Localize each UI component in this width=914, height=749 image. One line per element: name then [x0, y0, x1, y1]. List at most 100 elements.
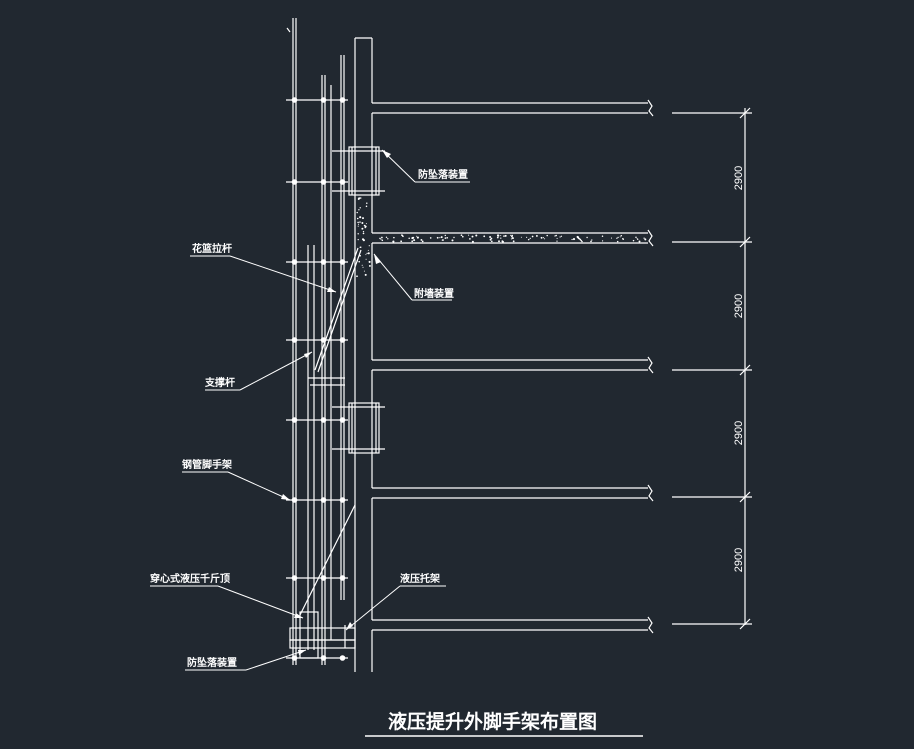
hatch-dot — [526, 236, 528, 238]
hatch-dot — [498, 240, 500, 243]
hatch-dot — [586, 236, 588, 239]
hatch-dot — [490, 237, 493, 240]
hatch-dot — [412, 236, 415, 239]
hatch-dot — [362, 266, 364, 268]
ledger-coupler — [339, 179, 346, 185]
hatch-dot — [385, 236, 388, 239]
hatch-dot — [556, 240, 558, 242]
hatch-dot — [440, 236, 443, 239]
label-attach-wall-device: 附墙装置 — [414, 287, 454, 300]
hatch-dot — [368, 264, 371, 267]
hatch-dot — [619, 236, 621, 238]
dimension-1: 2900 — [733, 166, 745, 190]
hatch-dot — [356, 217, 359, 220]
dimension-4: 2900 — [733, 548, 745, 572]
hatch-dot — [362, 230, 365, 233]
hatch-dot — [365, 205, 368, 208]
hatch-dot — [363, 224, 366, 227]
hatch-dot — [501, 240, 504, 243]
hatch-dot — [490, 240, 493, 243]
hatch-dot — [442, 239, 444, 241]
hatch-dot — [393, 236, 395, 239]
floor-slab-2 — [372, 229, 654, 247]
hatch-dot — [503, 235, 505, 237]
hatch-dot — [366, 252, 368, 255]
leader-lines — [150, 149, 470, 671]
hatch-dot — [511, 235, 513, 238]
hatch-dot — [359, 246, 362, 248]
label-lift-device: 防坠落装置 — [187, 656, 237, 669]
hatch-dot — [357, 221, 359, 224]
ledger-coupler — [291, 655, 298, 661]
hatch-dot — [475, 234, 478, 237]
hatch-dot — [500, 235, 502, 237]
hatch-dot — [610, 237, 613, 239]
hatch-dot — [368, 245, 370, 247]
floor-slab-5 — [372, 616, 654, 634]
hatch-dot — [512, 240, 515, 243]
hatch-dot — [496, 236, 499, 239]
scaffold-ledgers — [286, 97, 348, 661]
hatch-dot — [616, 240, 619, 243]
hatch-dot — [527, 238, 530, 241]
hatch-dot — [408, 237, 410, 240]
hatch-dot — [546, 234, 548, 237]
drawing-title: 液压提升外脚手架布置图 — [388, 710, 597, 733]
hatch-dot — [471, 235, 474, 238]
label-hydraulic-jack: 穿心式液压千斤顶 — [150, 572, 230, 585]
hatch-dot — [500, 237, 502, 239]
hatch-dot — [413, 239, 416, 242]
ledger-coupler — [291, 417, 298, 423]
ledger-coupler — [291, 259, 298, 265]
hatch-dot — [359, 216, 362, 219]
diagonal-brace — [299, 247, 362, 616]
ledger-coupler — [320, 497, 327, 503]
hatch-dot — [555, 234, 557, 237]
hatch-dot — [357, 223, 360, 225]
hatch-dot — [361, 222, 364, 224]
hatch-dot — [489, 236, 492, 238]
hatch-dot — [359, 221, 361, 223]
leader-arrows — [281, 150, 391, 655]
label-steel-scaffold: 钢管脚手架 — [182, 458, 232, 471]
hatch-dot — [400, 240, 402, 243]
hatch-dot — [617, 236, 619, 239]
hatch-dot — [560, 235, 563, 237]
building-structure — [354, 37, 373, 672]
hatch-dot — [381, 239, 384, 242]
hatch-dot — [429, 237, 432, 239]
hatch-dot — [416, 235, 418, 237]
hatch-dot — [644, 239, 646, 241]
hatch-dot — [366, 202, 368, 205]
hatch-dot — [359, 197, 362, 199]
hatch-dot — [392, 240, 395, 243]
jack-column — [299, 245, 345, 659]
hatch-dot — [460, 234, 463, 237]
hatch-dot — [367, 249, 369, 251]
hatch-dot — [591, 239, 593, 241]
hatch-dot — [520, 236, 522, 238]
anti-fall-device-lower — [332, 402, 385, 454]
anti-fall-device-upper — [332, 146, 385, 196]
hatch-dot — [361, 238, 365, 241]
hatch-dot — [381, 236, 383, 239]
hatch-dot — [368, 260, 371, 263]
label-hydraulic-bracket: 液压托架 — [400, 572, 440, 585]
ledger-coupler — [339, 97, 346, 103]
hatch-dot — [451, 239, 454, 242]
hatch-dot — [461, 235, 464, 238]
hatch-dot — [590, 240, 592, 243]
hatch-dot — [364, 273, 367, 276]
hatch-dot — [379, 237, 381, 240]
hatch-dot — [358, 260, 361, 263]
hatch-dot — [444, 234, 447, 237]
ledger-coupler — [320, 97, 327, 103]
hatch-dot — [357, 238, 359, 241]
ledger-coupler — [291, 497, 298, 503]
hatch-dot — [544, 238, 546, 240]
hatch-dot — [511, 234, 514, 237]
ledger-coupler — [320, 417, 327, 423]
hatch-dot — [367, 252, 370, 255]
hatch-dot — [363, 270, 365, 272]
